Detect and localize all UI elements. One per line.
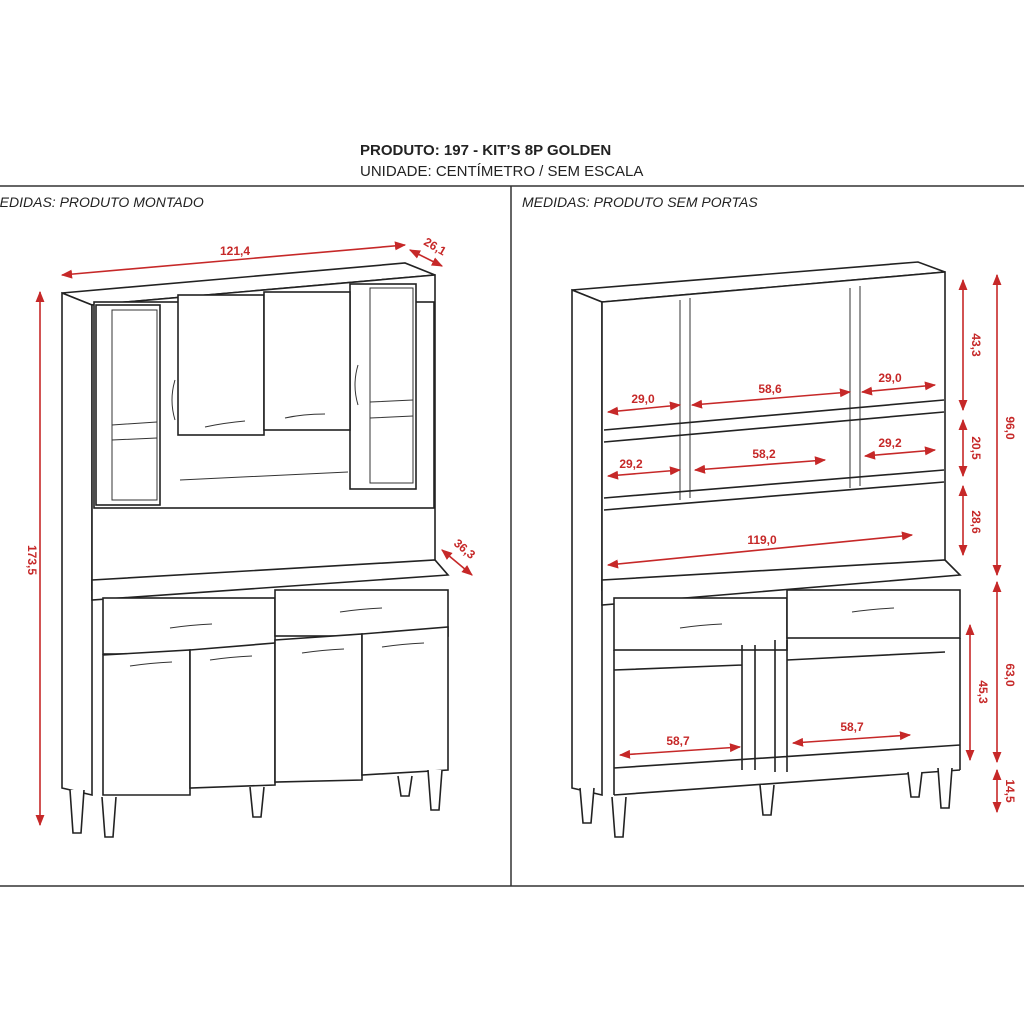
- dim-height: 173,5: [25, 545, 39, 575]
- dim-niche-top-right: 29,0: [878, 371, 902, 385]
- dim-depth-top: 26,1: [421, 235, 449, 259]
- product-title: PRODUTO: 197 - KIT’S 8P GOLDEN: [360, 142, 612, 159]
- dim-depth-bottom: 36,3: [451, 536, 478, 562]
- dim-h-legs: 14,5: [1003, 779, 1017, 803]
- unit-subtitle: UNIDADE: CENTÍMETRO / SEM ESCALA: [360, 163, 644, 180]
- left-panel-label: MEDIDAS: PRODUTO MONTADO: [0, 194, 204, 210]
- dim-h-top: 43,3: [969, 333, 983, 357]
- dim-h-open: 28,6: [969, 510, 983, 534]
- dim-width: 121,4: [220, 244, 250, 258]
- dimensions-without-doors: 29,0 58,6 29,0 29,2 58,2 29,2 119,0 58,7…: [606, 273, 1017, 814]
- dim-niche-mid-left: 29,2: [619, 457, 643, 471]
- dim-h-mid: 20,5: [969, 436, 983, 460]
- dim-h-lower: 63,0: [1003, 663, 1017, 687]
- dim-h-upper: 96,0: [1003, 416, 1017, 440]
- right-panel-label: MEDIDAS: PRODUTO SEM PORTAS: [522, 194, 758, 210]
- dim-lower-left: 58,7: [666, 734, 690, 748]
- dim-niche-mid-center: 58,2: [752, 447, 776, 461]
- dim-lower-right: 58,7: [840, 720, 864, 734]
- dim-open-width: 119,0: [747, 533, 777, 547]
- dim-niche-mid-right: 29,2: [878, 436, 902, 450]
- cabinet-assembled: [61, 262, 450, 838]
- dim-niche-top-left: 29,0: [631, 392, 655, 406]
- dim-niche-top-center: 58,6: [758, 382, 782, 396]
- dim-h-lower-inner: 45,3: [976, 680, 990, 704]
- cabinet-without-doors: [571, 261, 962, 838]
